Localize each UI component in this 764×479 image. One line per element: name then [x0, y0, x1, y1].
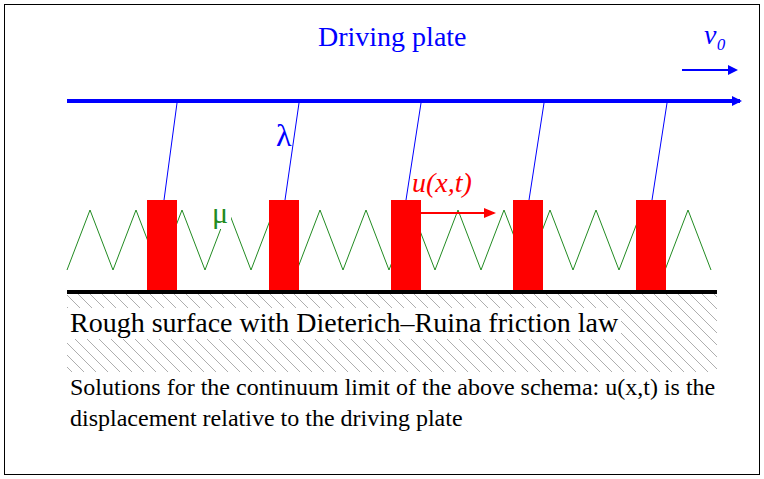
friction-coupling-label: μ	[209, 196, 231, 229]
velocity-arrow	[682, 69, 736, 71]
surface-label: Rough surface with Dieterich–Ruina frict…	[67, 308, 621, 339]
outer-frame	[5, 5, 760, 475]
caption-text: Solutions for the continuum limit of the…	[67, 372, 733, 434]
driving-plate	[67, 99, 740, 103]
stiffness-label: λ	[276, 118, 292, 153]
velocity-label: v₀	[704, 20, 726, 51]
displacement-label: u(x,t)	[412, 168, 472, 199]
ground-line	[67, 290, 717, 294]
displacement-arrow	[406, 212, 494, 214]
plate-label: Driving plate	[318, 22, 467, 53]
spring-lines	[164, 103, 667, 200]
